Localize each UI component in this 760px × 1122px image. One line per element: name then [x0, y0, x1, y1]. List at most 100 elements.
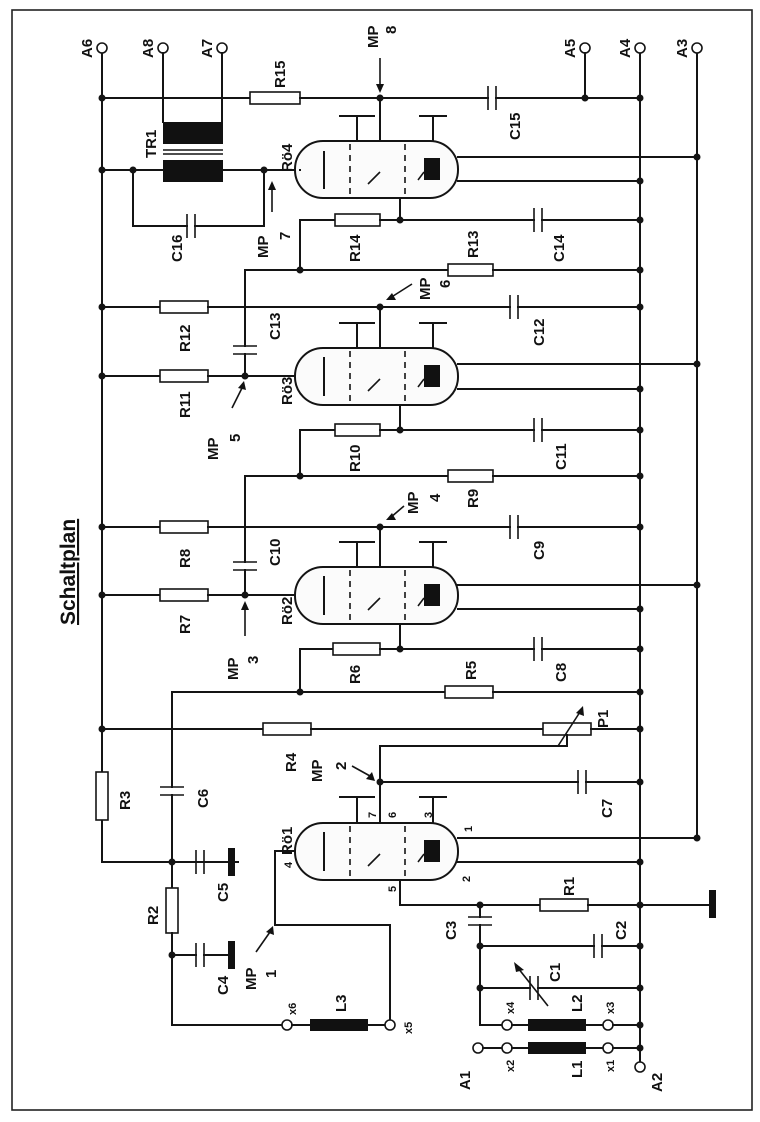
mp6-number: 6: [437, 280, 454, 288]
resistor-R11-label: R11: [177, 391, 194, 418]
mp8-number: 8: [383, 26, 400, 34]
resistor-R10-label: R10: [347, 444, 364, 472]
potentiometer-P1-label: P1: [595, 710, 612, 728]
mp8-label: MP: [365, 26, 382, 49]
top-terminals: A6 A8 A7 A5 A4 A3: [79, 38, 703, 58]
resistor-R7-label: R7: [177, 615, 194, 634]
capacitor-C11-label: C11: [553, 443, 570, 470]
resistor-R13-label: R13: [465, 230, 482, 258]
resistor-R11: [159, 369, 209, 383]
mp4-number: 4: [427, 493, 444, 502]
terminal-x1-label: x1: [605, 1060, 617, 1072]
stage3-grid-network: R12 C12 MP 6: [98, 278, 644, 352]
terminal-A8[interactable]: [157, 42, 169, 54]
mp2-label: MP: [309, 760, 326, 783]
terminal-A3-label: A3: [674, 39, 691, 58]
terminal-x1[interactable]: [602, 1042, 614, 1054]
stage1-plate-network: R6 C8 R5: [171, 637, 644, 699]
capacitor-C12-label: C12: [531, 318, 548, 346]
resistor-R2: [165, 887, 179, 934]
terminal-A1[interactable]: [472, 1042, 484, 1054]
mp2-number: 2: [333, 762, 350, 770]
mp7-number: 7: [277, 232, 294, 240]
resistor-R3: [95, 771, 109, 821]
stage1-bias-network: R4 P1: [98, 706, 644, 824]
mp6-label: MP: [417, 278, 434, 301]
resistor-R9-label: R9: [465, 489, 482, 508]
capacitor-C2-label: C2: [613, 921, 630, 940]
terminal-A8-label: A8: [140, 39, 157, 58]
resistor-R12-label: R12: [177, 324, 194, 352]
resistor-R12: [159, 300, 209, 314]
inductor-L3: [310, 1019, 368, 1031]
mp5-number: 5: [227, 434, 244, 442]
terminal-A4[interactable]: [634, 42, 646, 54]
stage2-plate-network: R10 C11 R9 C10: [233, 418, 644, 596]
mp3-number: 3: [245, 656, 262, 664]
resistor-R14-label: R14: [347, 234, 364, 262]
resistor-R8: [159, 520, 209, 534]
mp7-label: MP: [255, 236, 272, 259]
resistor-R1-label: R1: [561, 877, 578, 896]
terminal-x6-label: x6: [287, 1003, 299, 1015]
terminal-A1-label: A1: [457, 1071, 474, 1090]
measure-point-MP7: MP 7: [255, 181, 294, 258]
terminal-A6[interactable]: [96, 42, 108, 54]
page-frame: [11, 9, 753, 1111]
terminal-A5[interactable]: [579, 42, 591, 54]
tube-Ro4-label: Rö4: [279, 143, 296, 172]
capacitor-C16-label: C16: [169, 234, 186, 262]
input-coils: R1 C3 C2 C1 x4 L2 x3: [399, 877, 716, 1092]
measure-point-MP8: MP 8: [365, 26, 400, 93]
mp3-label: MP: [225, 658, 242, 681]
tube-Ro4: Rö4: [279, 94, 701, 221]
capacitor-C15-label: C15: [507, 112, 524, 140]
terminal-A3[interactable]: [691, 42, 703, 54]
pin-1-label: 1: [463, 826, 475, 832]
terminal-x4-label: x4: [505, 1001, 517, 1014]
tube-Ro1-label: Rö1: [279, 827, 296, 855]
inductor-L1-label: L1: [569, 1060, 586, 1078]
terminal-x4[interactable]: [501, 1019, 513, 1031]
stage2-grid-resistor: R7 MP 3: [98, 588, 296, 681]
terminal-x5[interactable]: [384, 1019, 396, 1031]
resistor-R5: [444, 685, 494, 699]
resistor-R15-label: R15: [272, 60, 289, 88]
capacitor-C14-label: C14: [551, 234, 568, 262]
pin-7-label: 7: [367, 812, 379, 818]
inductor-L3-label: L3: [333, 994, 350, 1012]
inductor-L1: [528, 1042, 586, 1054]
tube-Ro2-label: Rö2: [279, 597, 296, 625]
terminal-A2-label: A2: [649, 1073, 666, 1092]
resistor-R5-label: R5: [463, 661, 480, 680]
capacitor-C5-label: C5: [215, 883, 232, 902]
terminal-A5-label: A5: [562, 39, 579, 58]
terminal-x3[interactable]: [602, 1019, 614, 1031]
pin-2-label: 2: [461, 876, 473, 882]
terminal-A7[interactable]: [216, 42, 228, 54]
terminal-x2[interactable]: [501, 1042, 513, 1054]
tube-Ro1: Rö1 4 7 6 3 1 2 5: [274, 796, 701, 1021]
terminal-A6-label: A6: [79, 39, 96, 58]
output-stage-top: TR1 R15 C15 C16: [98, 52, 644, 262]
resistor-R6: [332, 642, 381, 656]
mp1-label: MP: [243, 968, 260, 991]
pin-5-label: 5: [387, 886, 399, 892]
resistor-R15: [249, 91, 301, 105]
terminal-x5-label: x5: [403, 1022, 415, 1034]
capacitor-C4-label: C4: [215, 975, 232, 995]
transformer-TR1-secondary: [163, 160, 223, 182]
transformer-TR1-primary: [163, 122, 223, 144]
resistor-R10: [334, 423, 381, 437]
mp1-number: 1: [263, 970, 280, 978]
resistor-R13: [447, 263, 494, 277]
pin-3-label: 3: [423, 812, 435, 818]
capacitor-C10-label: C10: [267, 538, 284, 566]
resistor-R1: [539, 898, 589, 912]
resistor-R9: [447, 469, 494, 483]
stage1-grid-network: MP 2 C7: [309, 760, 644, 818]
terminal-x6[interactable]: [281, 1019, 293, 1031]
mp5-label: MP: [205, 438, 222, 461]
terminal-A2[interactable]: [634, 1061, 646, 1073]
